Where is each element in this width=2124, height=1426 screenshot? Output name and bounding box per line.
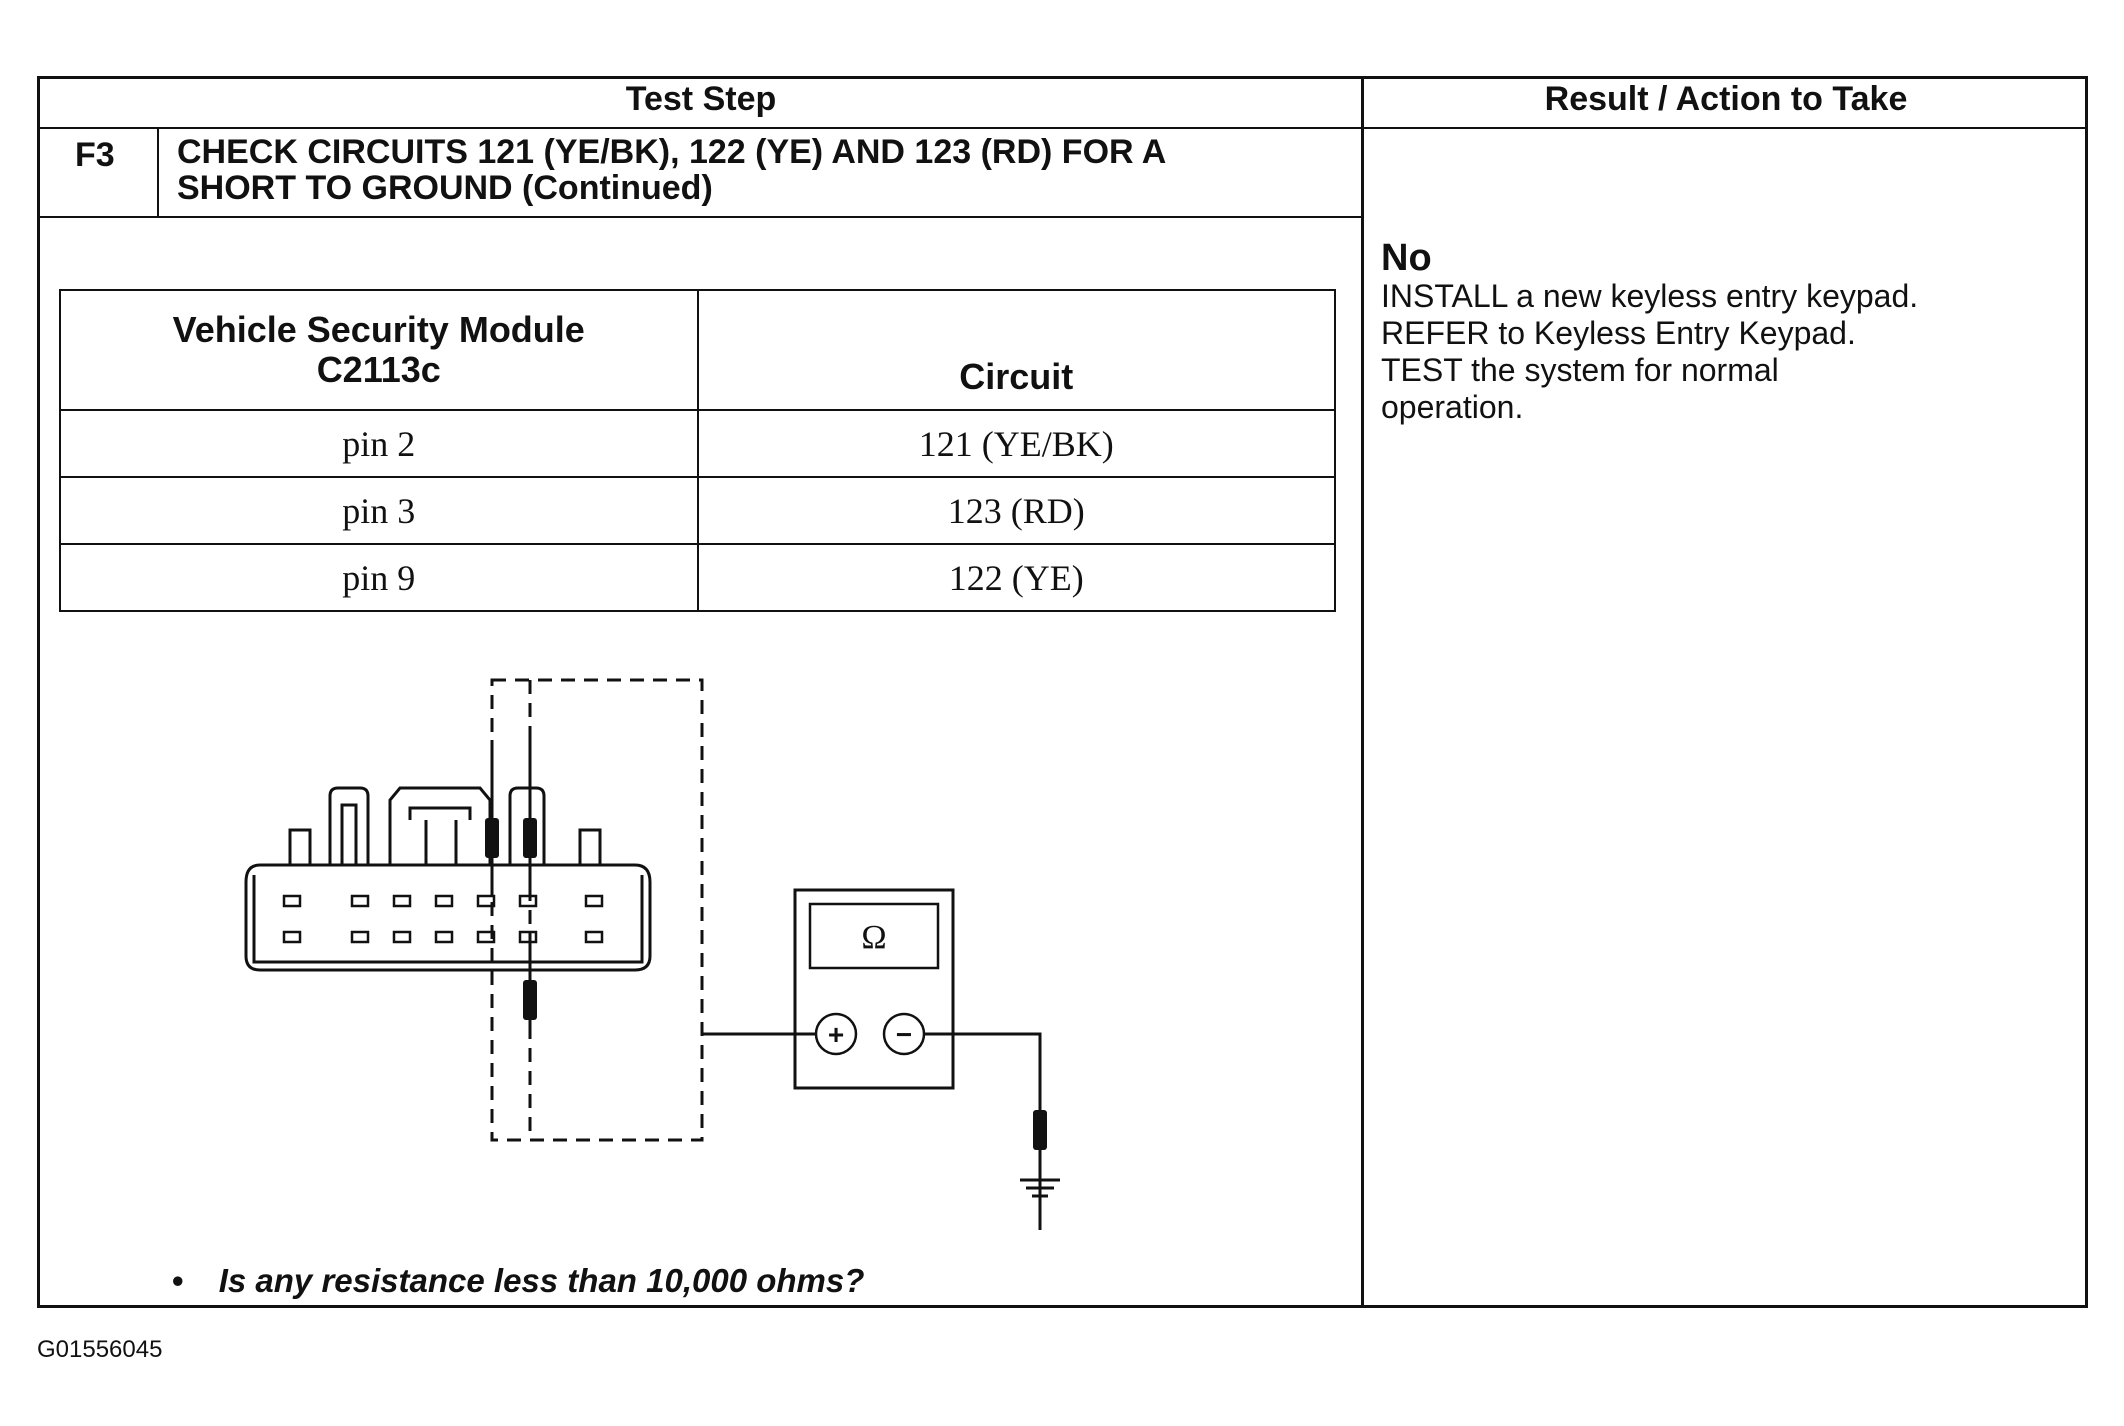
test-probe — [485, 818, 499, 858]
cavity — [434, 894, 454, 908]
connector-latch-right — [578, 828, 602, 865]
step-id: F3 — [75, 136, 115, 174]
jumper-box-outer — [490, 678, 704, 1142]
cavity — [350, 894, 370, 908]
result-action: No INSTALL a new keyless entry keypad. R… — [1381, 238, 2071, 426]
module-header-line-2: C2113c — [316, 349, 441, 390]
cavity — [392, 930, 412, 944]
ohmmeter-display — [808, 902, 940, 970]
result-line-1: INSTALL a new keyless entry keypad. — [1381, 278, 1919, 314]
cavity — [282, 930, 302, 944]
cavity — [584, 894, 604, 908]
module-header-line-1: Vehicle Security Module — [172, 309, 585, 350]
cavity — [584, 930, 604, 944]
test-step-header: Test Step — [625, 80, 777, 118]
table-row: pin 3 123 (RD) — [59, 476, 1336, 545]
test-probe — [523, 818, 537, 858]
pin-cell: pin 3 — [59, 476, 699, 545]
cavity — [476, 894, 496, 908]
minus-sign: − — [896, 1019, 912, 1050]
connector-post-right — [508, 786, 546, 865]
connector-lock-inner — [408, 806, 472, 820]
connector-lock-slot — [424, 820, 458, 865]
ohm-symbol: Ω — [861, 919, 886, 956]
result-action-header: Result / Action to Take — [1544, 80, 1908, 118]
result-line-4: operation. — [1381, 389, 1524, 425]
jumper-box-inner — [528, 680, 702, 1142]
cavity — [476, 930, 496, 944]
cavity — [434, 930, 454, 944]
ground-probe — [1033, 1110, 1047, 1150]
circuit-cell: 122 (YE) — [696, 543, 1336, 612]
test-question: • Is any resistance less than 10,000 ohm… — [172, 1262, 864, 1300]
connector-body — [244, 863, 652, 972]
bullet: • — [172, 1262, 184, 1299]
pin-cell: pin 2 — [59, 409, 699, 478]
pin-circuit-table: Vehicle Security Module C2113c Circuit p… — [59, 289, 1336, 612]
circuit-cell: 123 (RD) — [696, 476, 1336, 545]
ground-icon — [1020, 1150, 1060, 1198]
procedure-table — [37, 76, 2088, 1308]
connector-post-inner — [340, 803, 358, 865]
header-divider — [37, 127, 2088, 129]
question-text: Is any resistance less than 10,000 ohms? — [218, 1262, 865, 1299]
step-divider — [37, 216, 1363, 218]
step-title: CHECK CIRCUITS 121 (YE/BK), 122 (YE) AND… — [177, 134, 1337, 206]
table-row: pin 2 121 (YE/BK) — [59, 409, 1336, 478]
table-row: pin 9 122 (YE) — [59, 543, 1336, 612]
step-id-divider — [157, 128, 159, 217]
connector-inner-outline — [252, 875, 644, 964]
connector-lock-tab — [388, 786, 492, 865]
cavity — [282, 894, 302, 908]
step-title-line-1: CHECK CIRCUITS 121 (YE/BK), 122 (YE) AND… — [177, 133, 1167, 171]
cavity — [392, 894, 412, 908]
circuit-cell: 121 (YE/BK) — [696, 409, 1336, 478]
result-heading: No — [1381, 237, 1432, 279]
connector-post — [328, 786, 370, 865]
pin-cell: pin 9 — [59, 543, 699, 612]
connector-latch-left — [288, 828, 312, 865]
cavity — [518, 930, 538, 944]
figure-id: G01556045 — [37, 1336, 163, 1363]
plus-sign: + — [828, 1019, 844, 1050]
circuit-column-header: Circuit — [696, 289, 1336, 411]
step-title-line-2: SHORT TO GROUND (Continued) — [177, 169, 713, 207]
module-column-header: Vehicle Security Module C2113c — [59, 289, 699, 411]
column-divider — [1361, 76, 1364, 1308]
cavity — [350, 930, 370, 944]
result-line-3: TEST the system for normal — [1381, 352, 1779, 388]
result-line-2: REFER to Keyless Entry Keypad. — [1381, 315, 1856, 351]
ohmmeter-test-diagram: Ω + − — [244, 678, 1060, 1230]
cavity — [518, 894, 538, 908]
test-probe — [523, 980, 537, 1020]
